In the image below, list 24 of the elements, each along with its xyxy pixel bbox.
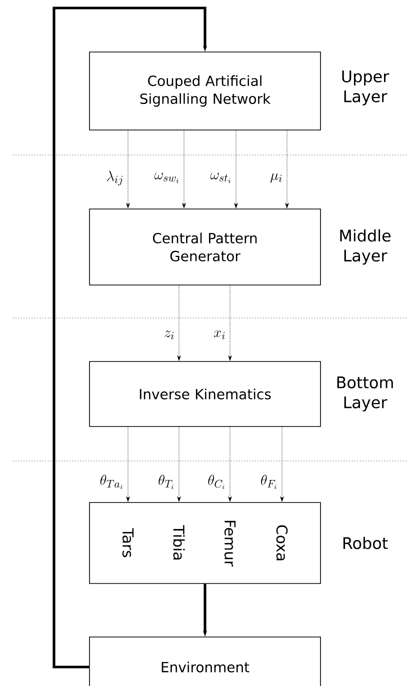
joint-label: Tars (122, 528, 134, 558)
edge-label: $\lambda_{ij}$ (105, 170, 125, 186)
edge-label: $\theta_{T_i}$ (157, 474, 176, 490)
edge-label: $\theta_{Ta_i}$ (98, 474, 125, 490)
joint-label: Femur (224, 520, 236, 567)
process-box: Couped Artificial Signalling Network (89, 52, 321, 130)
layer-label: Upper Layer (342, 70, 390, 106)
joint-label: Tibia (173, 525, 185, 560)
robot-box (89, 502, 321, 584)
edge-label: $\theta_{C_i}$ (206, 474, 227, 490)
edge-label: $\omega_{st_i}$ (209, 172, 233, 184)
arrow (52, 6, 208, 668)
edge-label: $\theta_{F_i}$ (259, 474, 279, 490)
layer-label: Robot (343, 536, 388, 550)
layer-label: Bottom Layer (337, 376, 393, 412)
edge-label: $\mu_i$ (269, 172, 284, 184)
joint-label: Coxa (276, 525, 288, 560)
edge-label: $\omega_{sw_i}$ (153, 172, 181, 184)
layer-label: Middle Layer (340, 229, 390, 265)
edge-label: $z_i$ (163, 330, 176, 340)
edge-label: $x_i$ (212, 330, 227, 340)
process-box: Central Pattern Generator (89, 208, 321, 286)
environment-box: Environment (89, 636, 321, 686)
process-box: Inverse Kinematics (89, 361, 321, 427)
